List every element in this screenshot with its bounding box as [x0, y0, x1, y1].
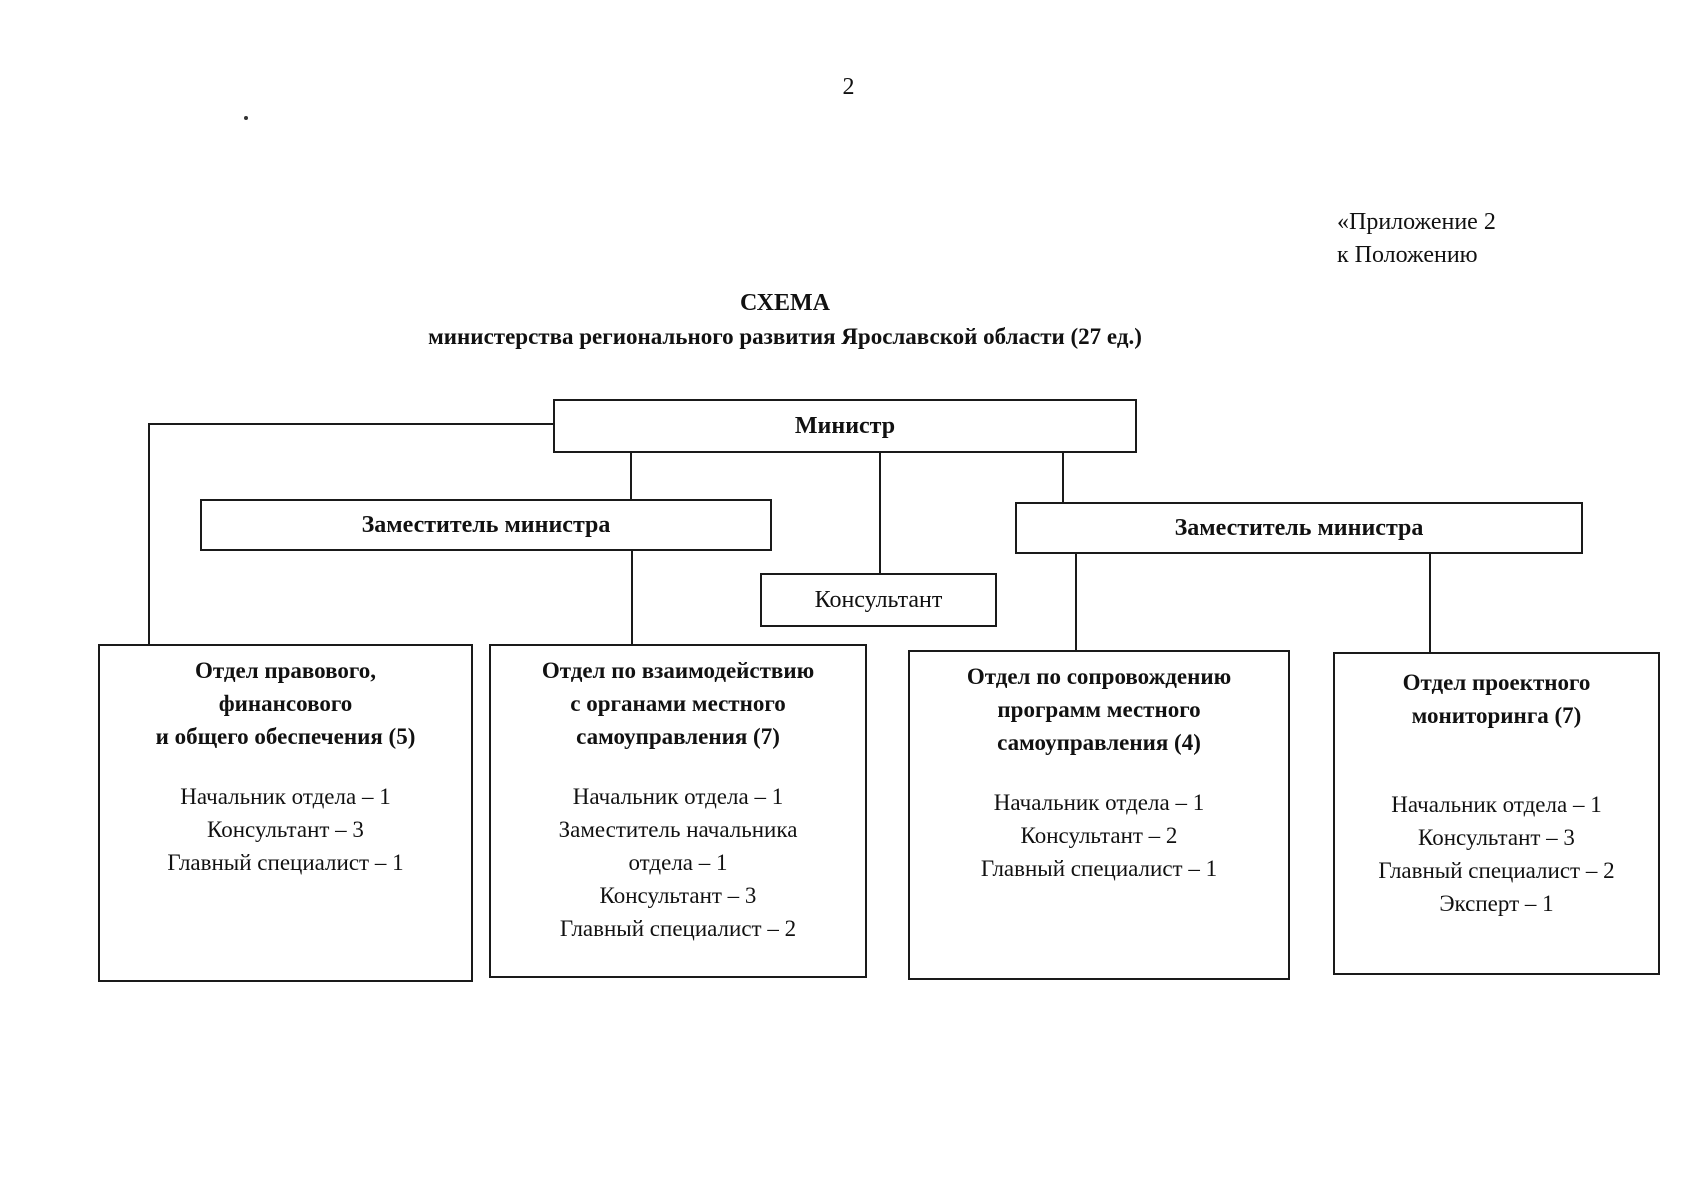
dept-project-monitoring-title: Отдел проектного мониторинга (7)	[1402, 670, 1591, 728]
dept-project-monitoring-box: Отдел проектного мониторинга (7) Начальн…	[1333, 652, 1660, 975]
consultant-label: Консультант	[814, 586, 943, 613]
minister-box: Министр	[553, 399, 1137, 453]
connector-minister-to-deputy-left	[630, 452, 632, 501]
dept-local-gov-interaction-title: Отдел по взаимодействию с органами местн…	[541, 658, 815, 749]
deputy-minister-right-label: Заместитель министра	[1174, 514, 1424, 541]
scan-speck	[244, 116, 248, 120]
title-line-ministry: министерства регионального развития Ярос…	[428, 324, 1142, 349]
dept-legal-finance-staff: Начальник отдела – 1 Консультант – 3 Гла…	[167, 784, 404, 875]
dept-local-gov-interaction-box: Отдел по взаимодействию с органами местн…	[489, 644, 867, 978]
dept-legal-finance-box: Отдел правового, финансового и общего об…	[98, 644, 473, 982]
dept-local-gov-programs-staff: Начальник отдела – 1 Консультант – 2 Гла…	[980, 790, 1218, 881]
dept-local-gov-programs-box: Отдел по сопровождению программ местного…	[908, 650, 1290, 980]
dept-local-gov-programs-title: Отдел по сопровождению программ местного…	[966, 664, 1232, 755]
connector-deputy-left-to-dept2	[631, 550, 633, 646]
dept-project-monitoring-staff: Начальник отдела – 1 Консультант – 3 Гла…	[1378, 792, 1615, 916]
dept-legal-finance-title: Отдел правового, финансового и общего об…	[155, 658, 416, 749]
document-title: СХЕМА министерства регионального развити…	[0, 286, 1570, 354]
page-number: 2	[842, 74, 855, 100]
connector-deputy-right-to-dept3	[1075, 553, 1077, 652]
connector-minister-to-deputy-right	[1062, 452, 1064, 504]
connector-deputy-right-to-dept4	[1429, 553, 1431, 654]
dept-local-gov-interaction-staff: Начальник отдела – 1 Заместитель начальн…	[558, 784, 798, 941]
minister-label: Министр	[794, 412, 896, 439]
consultant-box: Консультант	[760, 573, 997, 627]
deputy-minister-right-box: Заместитель министра	[1015, 502, 1583, 554]
appendix-annotation: «Приложение 2 к Положению	[1337, 209, 1496, 268]
connector-minister-left-horizontal	[148, 423, 555, 425]
title-line-schema: СХЕМА	[739, 290, 831, 316]
deputy-minister-left-box: Заместитель министра	[200, 499, 772, 551]
connector-minister-to-consultant	[879, 452, 881, 575]
connector-left-vertical-to-dept1	[148, 423, 150, 646]
deputy-minister-left-label: Заместитель министра	[361, 511, 611, 538]
